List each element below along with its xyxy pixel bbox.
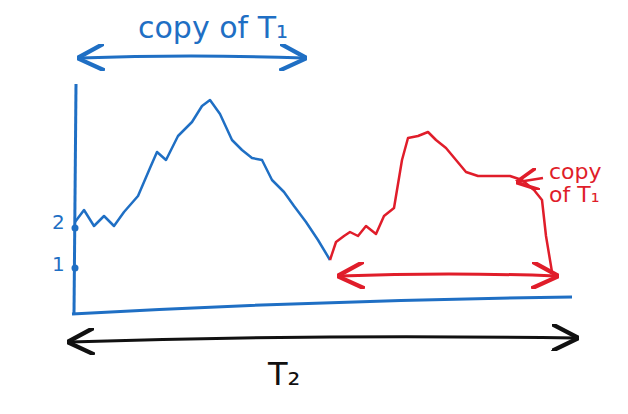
copy-curve <box>330 132 552 272</box>
y-axis <box>74 84 76 314</box>
tick-label: 1 <box>52 254 72 275</box>
tick-label: 2 <box>52 212 72 233</box>
span-arrow <box>70 337 576 342</box>
walk-curve <box>75 100 330 260</box>
tick-dot <box>72 265 79 272</box>
span-label: T₂ <box>268 358 328 392</box>
span-label: copy of T₁ <box>138 12 328 44</box>
callout-label: copy of T₁ <box>549 160 621 206</box>
span-arrow <box>340 274 556 276</box>
leader-arrow <box>518 178 543 182</box>
span-arrow <box>80 56 304 58</box>
tick-dot <box>72 225 79 232</box>
x-axis <box>72 297 572 314</box>
